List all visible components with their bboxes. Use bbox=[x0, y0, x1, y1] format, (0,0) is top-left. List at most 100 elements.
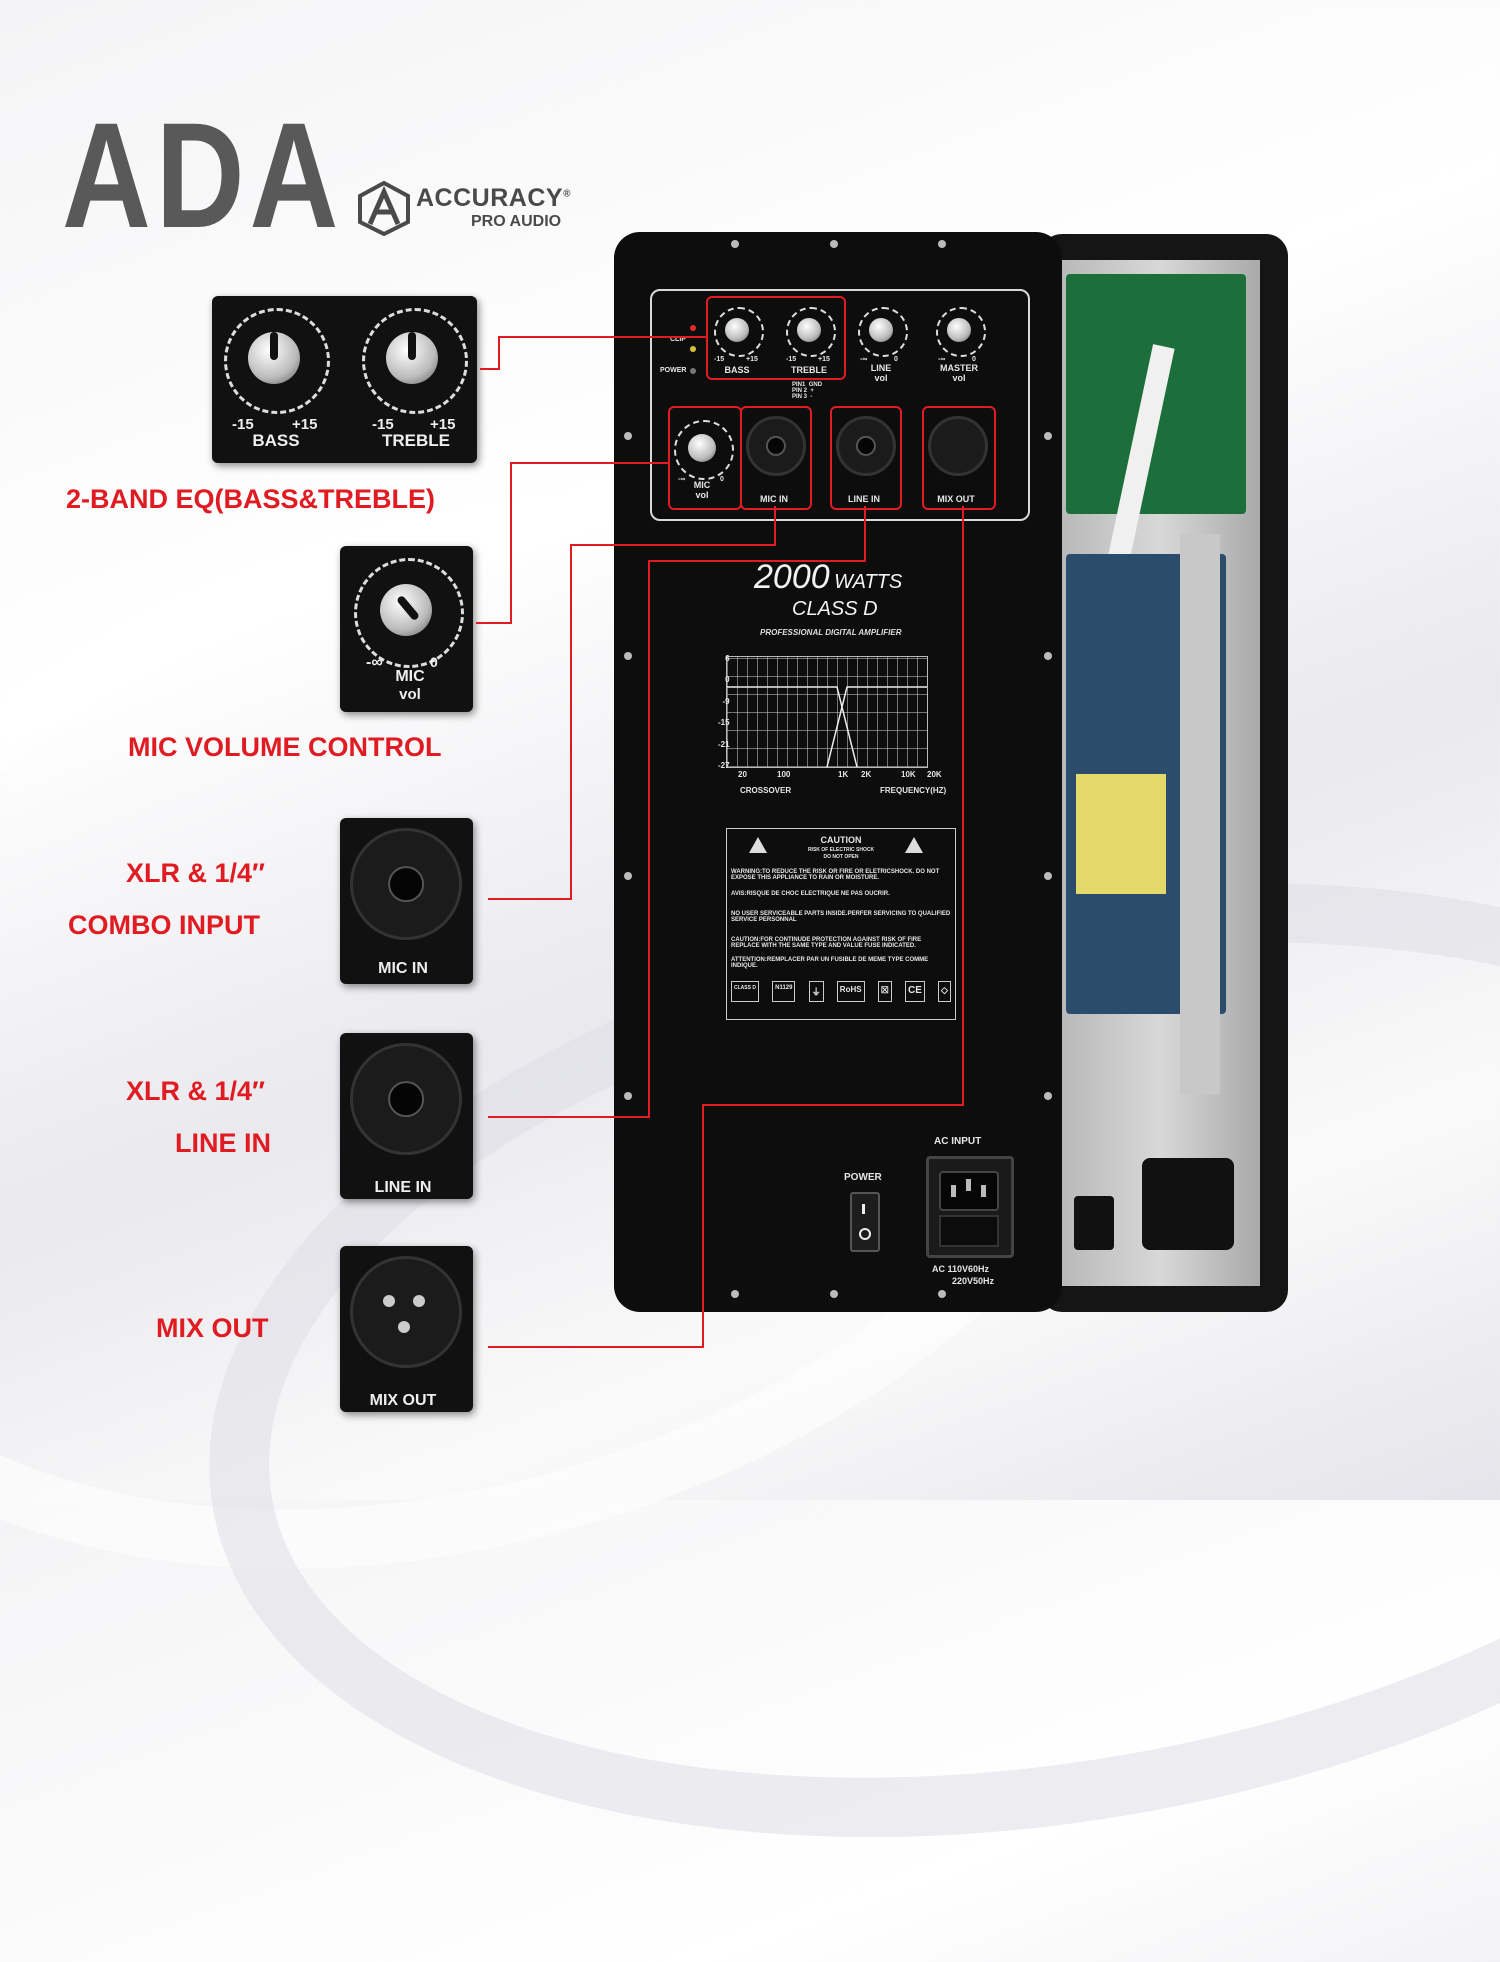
master-min: -∞ bbox=[938, 356, 946, 363]
line-in-highlight-box bbox=[830, 406, 902, 510]
feature-mix-out-label: MIX OUT bbox=[156, 1313, 269, 1343]
mic-vol-connector bbox=[510, 462, 512, 624]
panel-mic-in-label: MIC IN bbox=[760, 494, 788, 504]
power-led bbox=[690, 368, 696, 374]
accuracy-logo: ACCURACY® PRO AUDIO bbox=[356, 180, 596, 240]
logo-subtitle: PRO AUDIO bbox=[471, 213, 562, 230]
amplifier-back-tray bbox=[1040, 234, 1288, 1312]
caution-title: CAUTION bbox=[820, 835, 862, 845]
ce-mark: CE bbox=[904, 981, 925, 1002]
mic-in-connector bbox=[774, 506, 776, 546]
panel-mic-vol-knob[interactable] bbox=[688, 434, 716, 462]
panel-line-in-jack[interactable] bbox=[836, 416, 896, 476]
crossover-label: CROSSOVER bbox=[740, 786, 792, 795]
line-in-thumb-label: LINE IN bbox=[374, 1179, 432, 1196]
master-name: MASTER bbox=[940, 363, 978, 373]
mic-in-connector bbox=[570, 544, 572, 900]
bass-max-label: +15 bbox=[292, 416, 318, 433]
rohs-mark: RoHS bbox=[836, 981, 865, 1002]
feature-line-in-line1: XLR & 1/4″ bbox=[126, 1076, 265, 1106]
caution-sub2: DO NOT OPEN bbox=[823, 854, 859, 860]
caution-avis: AVIS:RISQUE DE CHOC ELECTRIQUE NE PAS OU… bbox=[731, 891, 890, 897]
panel-line-vol-knob[interactable] bbox=[869, 318, 893, 342]
vol-label: vol bbox=[399, 686, 421, 703]
mic-min-label: -∞ bbox=[366, 654, 383, 671]
bass-min: -15 bbox=[714, 356, 725, 363]
treble-name: TREBLE bbox=[791, 365, 827, 375]
x-tick: 20 bbox=[738, 770, 747, 779]
line-sub: vol bbox=[874, 373, 888, 383]
watts-unit: WATTS bbox=[834, 571, 903, 593]
crossover-graph bbox=[726, 656, 928, 768]
clip-label: CLIP bbox=[670, 336, 686, 343]
bass-name: BASS bbox=[724, 365, 750, 375]
feature-combo-line2: COMBO INPUT bbox=[68, 910, 260, 940]
watts-value: 2000 bbox=[754, 558, 830, 596]
amp-description: PROFESSIONAL DIGITAL AMPLIFIER bbox=[760, 628, 902, 637]
feature-combo-line1: XLR & 1/4″ bbox=[126, 858, 265, 888]
y-tick: -9 bbox=[722, 696, 730, 706]
mic-in-highlight-box bbox=[740, 406, 812, 510]
screw bbox=[1044, 432, 1052, 440]
panel-line-in-label: LINE IN bbox=[847, 494, 880, 504]
mic-knob-max: 0 bbox=[720, 476, 724, 483]
panel-master-vol-knob[interactable] bbox=[947, 318, 971, 342]
brand-title: ADA bbox=[62, 91, 344, 259]
ac-input-socket[interactable] bbox=[926, 1156, 1014, 1258]
caution-label: CAUTION RISK OF ELECTRIC SHOCK DO NOT OP… bbox=[726, 828, 956, 1020]
x-tick: 1K bbox=[838, 770, 849, 779]
mix-out-connector bbox=[962, 506, 964, 1106]
mic-in-connector bbox=[570, 544, 776, 546]
line-max: 0 bbox=[894, 356, 898, 363]
screw bbox=[938, 240, 946, 248]
x-tick: 100 bbox=[777, 770, 791, 779]
certification-marks: CLASS D N1129 ⏚ RoHS ☒ CE ◇ bbox=[731, 981, 951, 1002]
caution-warning: WARNING:TO REDUCE THE RISK OR FIRE OR EL… bbox=[731, 869, 940, 881]
mic-label: MIC bbox=[395, 668, 425, 685]
led-yellow bbox=[690, 346, 696, 352]
power-indicator-label: POWER bbox=[660, 367, 687, 374]
mic-vol-highlight-box bbox=[668, 406, 742, 510]
screw bbox=[830, 240, 838, 248]
screw bbox=[624, 872, 632, 880]
panel-mix-out-jack[interactable] bbox=[928, 416, 988, 476]
mic-knob-name: MIC bbox=[693, 480, 711, 490]
caution-sub1: RISK OF ELECTRIC SHOCK bbox=[807, 847, 875, 853]
x-tick: 2K bbox=[861, 770, 872, 779]
mix-out-connector bbox=[702, 1104, 964, 1106]
shock-warning-icon bbox=[749, 837, 767, 853]
mix-out-thumbnail: MIX OUT bbox=[340, 1246, 473, 1412]
feature-line-in-line2: LINE IN bbox=[175, 1128, 272, 1158]
power-switch[interactable] bbox=[850, 1192, 880, 1252]
mic-in-thumb-label: MIC IN bbox=[378, 960, 428, 977]
screw bbox=[731, 240, 739, 248]
power-rating: 2000 WATTS bbox=[754, 558, 902, 597]
line-in-connector bbox=[864, 506, 866, 562]
accuracy-logo-icon bbox=[358, 180, 410, 236]
weee-icon: ☒ bbox=[877, 981, 892, 1002]
graph-y-ticks: 6 0 -9 -15 -21 -27 bbox=[718, 654, 730, 770]
feature-mic-volume-label: MIC VOLUME CONTROL bbox=[128, 732, 442, 762]
treble-min-label: -15 bbox=[372, 416, 394, 433]
mic-in-connector bbox=[488, 898, 572, 900]
mix-out-thumb-label: MIX OUT bbox=[369, 1392, 437, 1409]
bass-label: BASS bbox=[252, 431, 300, 450]
screw bbox=[624, 1092, 632, 1100]
line-in-thumbnail: LINE IN bbox=[340, 1033, 473, 1199]
x-tick: 10K bbox=[901, 770, 916, 779]
ac-rating-2: 220V50Hz bbox=[952, 1276, 995, 1286]
y-tick: -15 bbox=[718, 718, 730, 728]
line-in-connector bbox=[648, 560, 650, 1118]
line-name: LINE bbox=[870, 363, 892, 373]
power-switch-label: POWER bbox=[844, 1172, 882, 1183]
screw bbox=[1044, 1092, 1052, 1100]
panel-bass-knob[interactable] bbox=[725, 318, 749, 342]
panel-treble-knob[interactable] bbox=[797, 318, 821, 342]
caution-fuse: CAUTION:FOR CONTINUDE PROTECTION AGAINST… bbox=[731, 937, 922, 949]
ac-rating-1: AC 110V60Hz bbox=[932, 1264, 990, 1274]
panel-mic-in-jack[interactable] bbox=[746, 416, 806, 476]
mic-in-thumbnail: MIC IN bbox=[340, 818, 473, 984]
class-d-mark: CLASS D bbox=[731, 981, 759, 1002]
master-sub: vol bbox=[952, 373, 966, 383]
eq-thumbnail: -15 +15 BASS -15 +15 TREBLE bbox=[212, 296, 477, 463]
